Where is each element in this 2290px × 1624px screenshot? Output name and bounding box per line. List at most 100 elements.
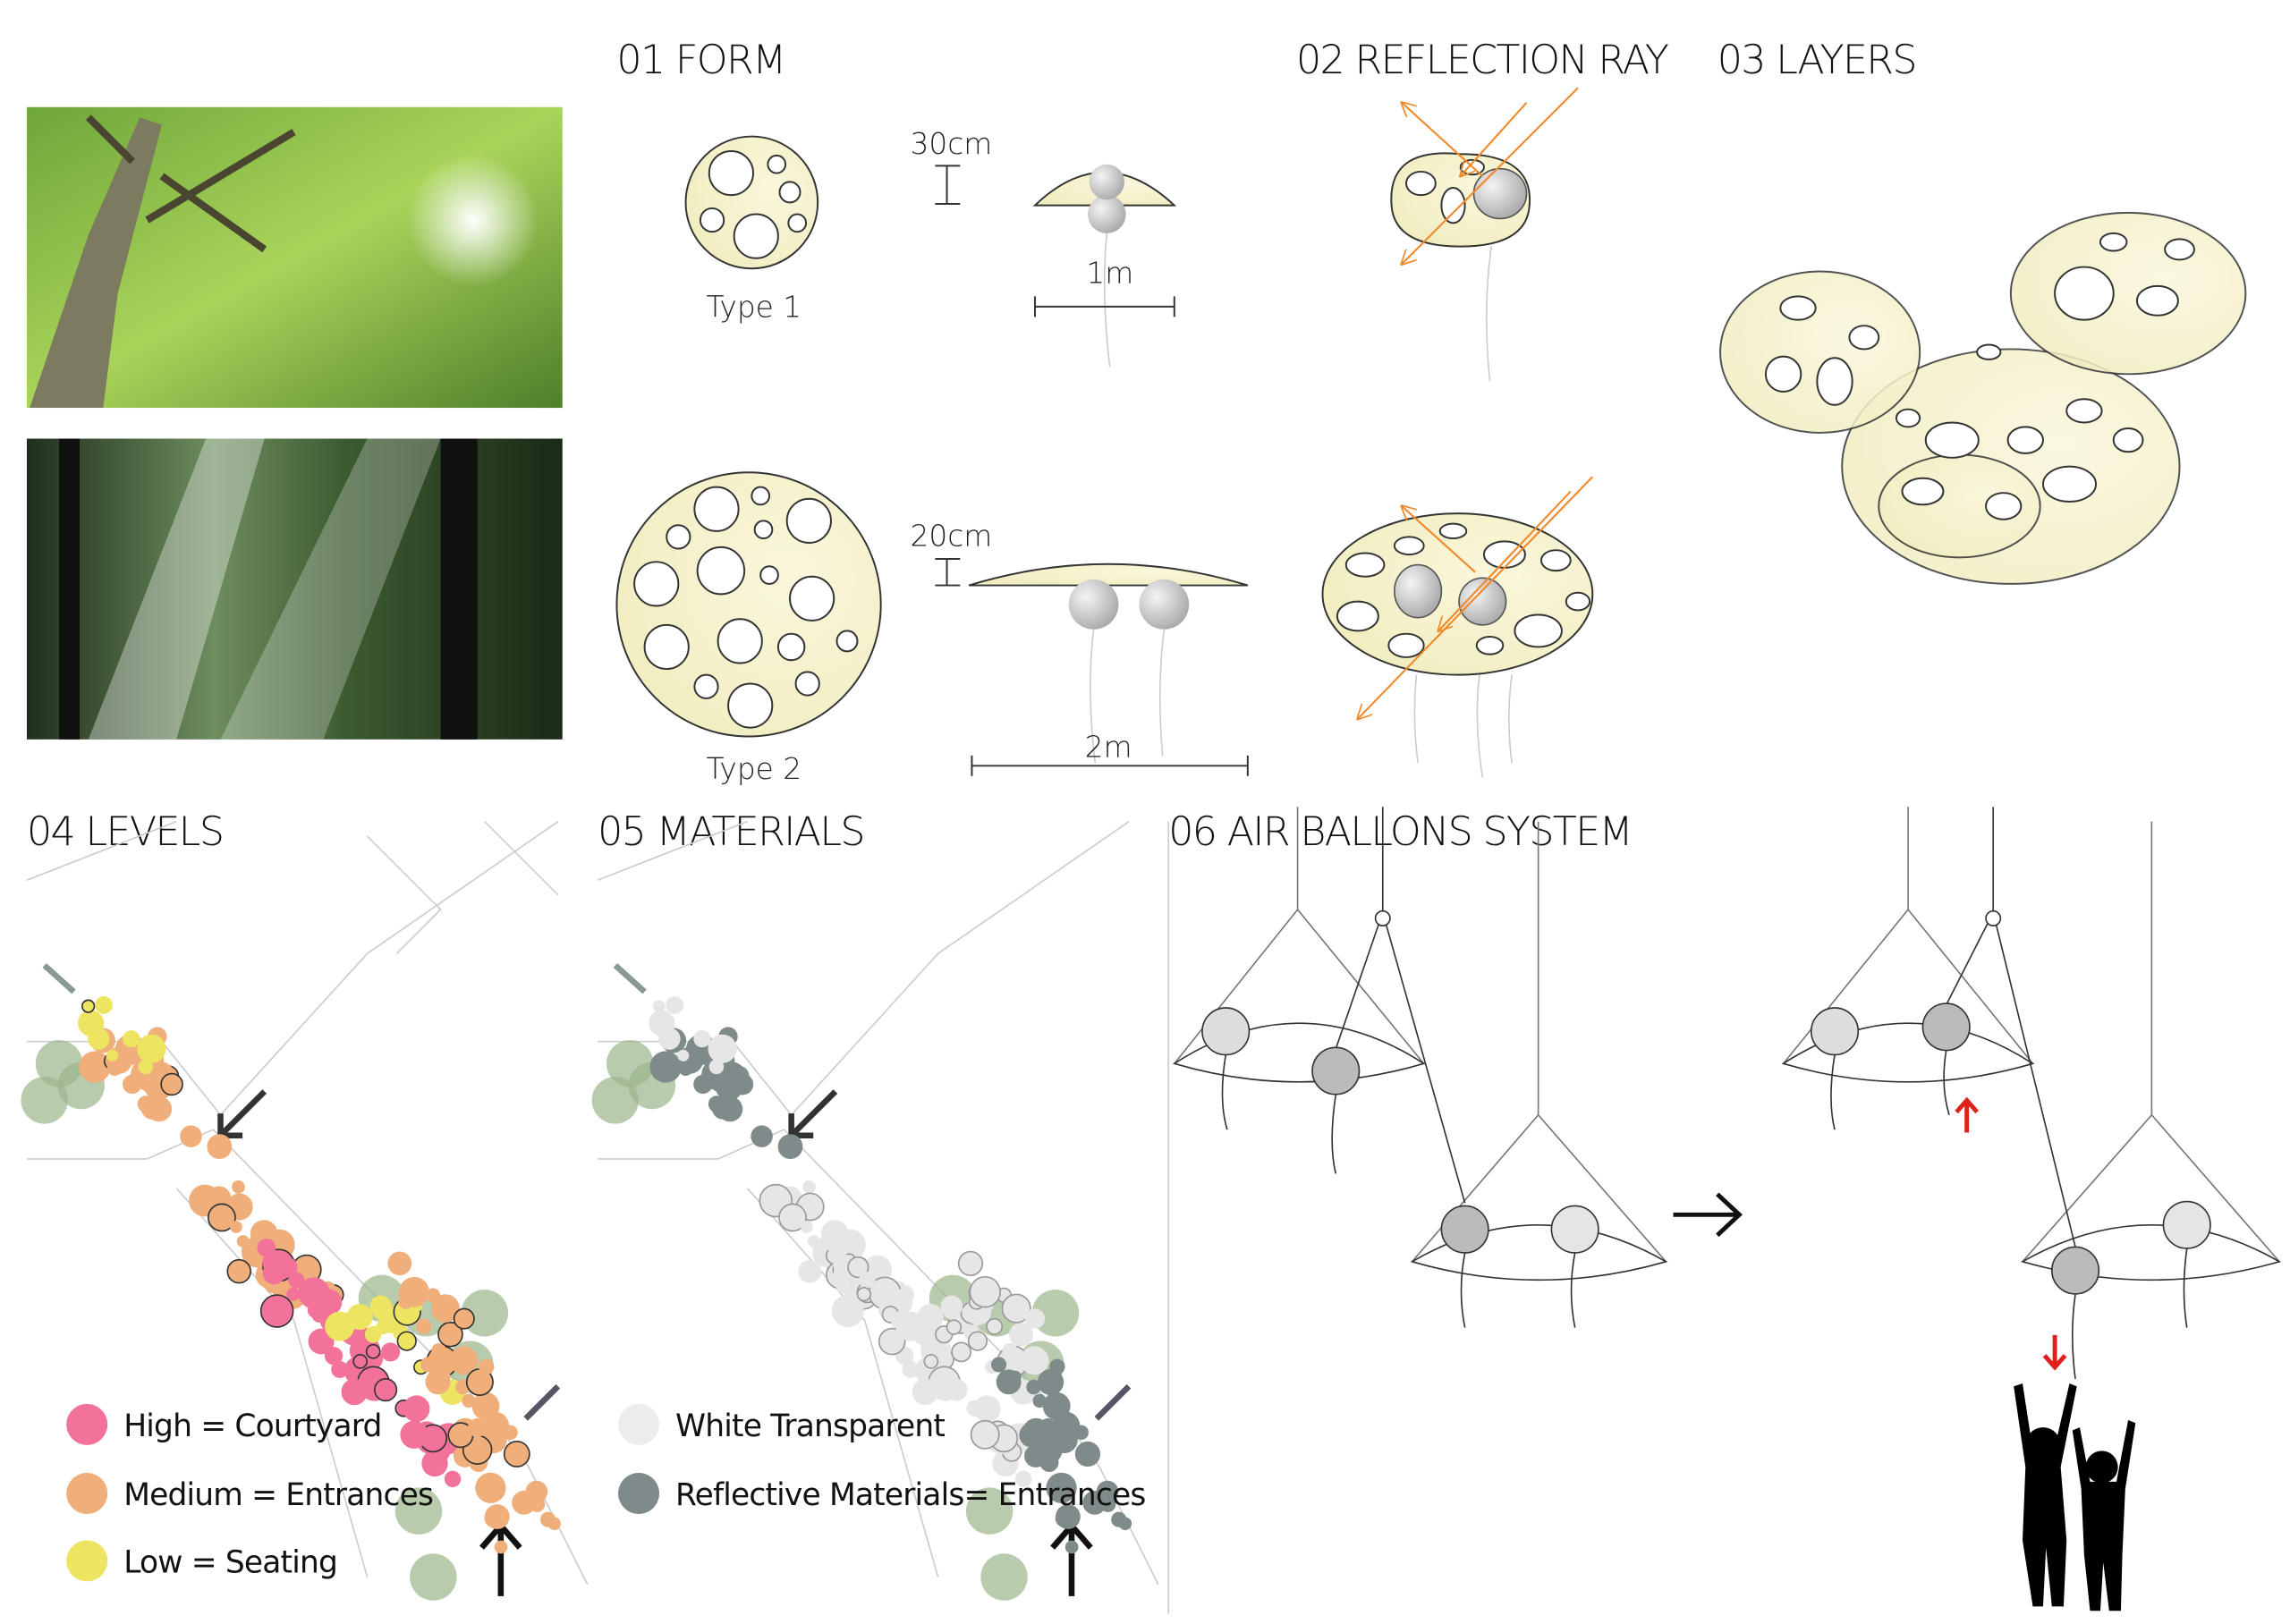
material-dot-white	[946, 1319, 963, 1335]
level-dot-mid	[467, 1417, 488, 1438]
level-dot-mid	[420, 1357, 437, 1373]
material-dot-white	[833, 1253, 852, 1273]
tree-canopy	[410, 1553, 457, 1601]
level-dot-mid	[525, 1480, 548, 1503]
materials-site-plan	[591, 820, 1170, 1614]
level-dot-mid	[229, 1221, 242, 1233]
level-dot-high	[444, 1470, 462, 1488]
type1-section	[1032, 164, 1177, 368]
level-dot-mid	[494, 1540, 508, 1554]
section-title-materials: 05 MATERIALS	[598, 809, 864, 855]
legend-swatch-medium	[66, 1473, 108, 1514]
material-dot-white	[652, 1000, 666, 1012]
level-dot-mid	[547, 1517, 561, 1530]
material-dot-white	[937, 1344, 951, 1358]
material-dot-white	[986, 1317, 1004, 1335]
type2-label: Type 2	[706, 752, 802, 786]
material-dot-reflective	[649, 1051, 682, 1083]
material-dot-reflective	[732, 1073, 754, 1095]
material-dot-white	[940, 1295, 963, 1318]
material-dot-white	[666, 995, 684, 1014]
entrance-arrow-icon	[613, 962, 647, 994]
level-dot-high	[380, 1342, 401, 1362]
material-dot-reflective	[1073, 1425, 1089, 1441]
forest-canopy-photo	[26, 106, 563, 409]
material-dot-white	[967, 1331, 988, 1351]
material-dot-white	[1009, 1322, 1034, 1347]
level-dot-low	[396, 1331, 417, 1351]
level-dot-mid	[449, 1346, 479, 1375]
legend-label-reflective: Reflective Materials= Entrances	[675, 1477, 1145, 1513]
entrance-arrow-icon	[523, 1383, 561, 1421]
section-title-levels: 04 LEVELS	[27, 809, 223, 855]
height1-dimension	[935, 165, 961, 206]
level-dot-high	[257, 1238, 276, 1257]
height2-label: 20cm	[911, 519, 993, 553]
level-dot-high	[352, 1354, 369, 1369]
level-dot-mid	[453, 1307, 475, 1330]
material-dot-white	[802, 1180, 816, 1194]
material-dot-reflective	[1064, 1540, 1079, 1554]
entrance-arrow-icon	[217, 1089, 267, 1139]
level-dot-mid	[180, 1125, 202, 1147]
tree-canopy	[394, 1487, 443, 1535]
material-dot-white	[831, 1295, 864, 1327]
material-dot-white	[658, 1028, 681, 1050]
level-dot-high	[400, 1420, 428, 1449]
level-dot-high	[259, 1294, 294, 1328]
height2-dimension	[935, 558, 961, 587]
level-dot-mid	[475, 1472, 506, 1503]
legend-label-high: High = Courtyard	[123, 1408, 381, 1444]
level-dot-mid	[207, 1134, 233, 1160]
type2-plan	[615, 471, 882, 738]
material-dot-white	[973, 1395, 1001, 1423]
tree-canopy	[1031, 1289, 1080, 1337]
level-dot-mid	[387, 1251, 412, 1276]
material-dot-white	[1024, 1308, 1046, 1329]
level-dot-low	[88, 1028, 110, 1050]
section-title-reflection: 02 REFLECTION RAY	[1296, 38, 1669, 83]
material-dot-reflective	[717, 1096, 743, 1122]
level-dot-low	[369, 1295, 392, 1318]
material-dot-white	[801, 1221, 813, 1233]
material-dot-white	[693, 1030, 711, 1048]
tree-canopy	[980, 1553, 1028, 1601]
layers-diagram	[1719, 211, 2247, 585]
material-dot-reflective	[990, 1357, 1007, 1373]
level-dot-high	[288, 1272, 305, 1289]
level-dot-high	[403, 1395, 430, 1423]
children-silhouette	[2014, 1383, 2136, 1611]
type1-label: Type 1	[706, 290, 802, 324]
entrance-arrow-icon	[479, 1521, 522, 1596]
width2-dimension	[971, 755, 1249, 776]
type1-plan	[684, 135, 819, 270]
entrance-arrow-icon	[1050, 1521, 1093, 1596]
material-dot-reflective	[751, 1125, 773, 1147]
section-title-layers: 03 LAYERS	[1718, 38, 1916, 83]
level-dot-mid	[503, 1441, 530, 1468]
level-dot-mid	[232, 1180, 245, 1194]
material-dot-reflective	[1074, 1441, 1101, 1468]
material-dot-white	[1020, 1346, 1049, 1375]
material-dot-reflective	[1032, 1393, 1047, 1408]
material-dot-white	[778, 1203, 807, 1232]
reflection-type1	[1390, 87, 1579, 382]
material-dot-white	[798, 1259, 822, 1283]
level-dot-low	[137, 1034, 166, 1063]
width2-label: 2m	[1085, 730, 1132, 764]
level-dot-low	[138, 1059, 154, 1075]
level-dot-high	[286, 1287, 301, 1301]
level-dot-low	[376, 1320, 391, 1335]
pull-down-arrow-icon	[2042, 1334, 2067, 1371]
level-dot-low	[81, 999, 96, 1013]
level-dot-mid	[79, 1051, 111, 1083]
level-dot-high	[365, 1343, 381, 1359]
level-dot-mid	[415, 1318, 432, 1334]
level-dot-mid	[236, 1235, 250, 1248]
level-dot-mid	[431, 1342, 447, 1358]
entrance-arrow-icon	[1094, 1383, 1132, 1421]
level-dot-mid	[503, 1425, 518, 1441]
level-dot-mid	[147, 1096, 173, 1122]
entrance-arrow-icon	[788, 1089, 838, 1139]
